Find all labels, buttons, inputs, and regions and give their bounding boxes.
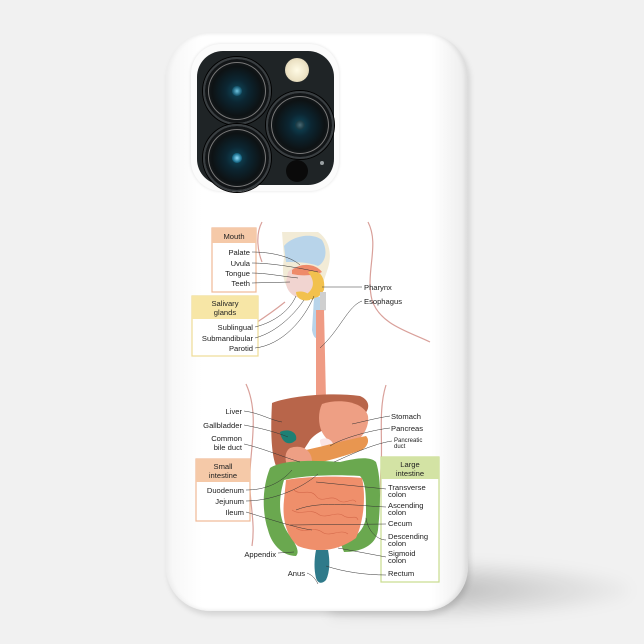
label-descending-colon-2: colon: [388, 539, 406, 548]
label-liver: Liver: [226, 407, 243, 416]
label-palate: Palate: [228, 248, 250, 257]
large-intestine-title-line1: Large: [400, 460, 419, 469]
salivary-title-line1: Salivary: [211, 299, 238, 308]
label-parotid: Parotid: [229, 344, 253, 353]
label-rectum: Rectum: [388, 569, 414, 578]
camera-lens-icon: [266, 91, 334, 159]
label-common-bile-duct-2: bile duct: [214, 443, 243, 452]
mouth-illustration: [282, 232, 330, 339]
esophagus-illustration: [316, 310, 326, 400]
label-pancreatic-duct: Pancreatic: [394, 438, 422, 444]
salivary-group-box: Salivary glands Sublingual Submandibular…: [191, 295, 259, 357]
label-transverse-colon-2: colon: [388, 490, 406, 499]
gallbladder-illustration: [280, 430, 297, 444]
label-gallbladder: Gallbladder: [203, 421, 242, 430]
flash-icon: [285, 58, 309, 82]
camera-lens-icon: [203, 57, 271, 125]
label-descending-colon: Descending: [388, 532, 428, 541]
pancreas-illustration: [306, 436, 369, 464]
label-esophagus: Esophagus: [364, 297, 402, 306]
label-sigmoid-colon-2: colon: [388, 556, 406, 565]
camera-lens-icon: [203, 124, 271, 192]
label-sigmoid-colon: Sigmoid: [388, 549, 415, 558]
rectum-illustration: [314, 550, 330, 583]
label-uvula: Uvula: [231, 259, 251, 268]
label-ascending-colon: Ascending: [388, 501, 423, 510]
label-common-bile-duct: Common: [211, 434, 242, 443]
mouth-title: Mouth: [223, 232, 244, 241]
label-anus: Anus: [288, 569, 306, 578]
label-pancreatic-duct-2: duct: [394, 444, 406, 450]
small-intestine-group-box: Small intestine Duodenum Jejunum Ileum: [195, 458, 251, 522]
label-pancreas: Pancreas: [391, 424, 423, 433]
label-tongue: Tongue: [225, 269, 250, 278]
label-cecum: Cecum: [388, 519, 412, 528]
mouth-group-box: Mouth Palate Uvula Tongue Teeth: [211, 227, 257, 293]
small-intestine-illustration: [283, 476, 364, 551]
leader-lines: [243, 251, 393, 585]
label-duodenum: Duodenum: [207, 486, 244, 495]
large-intestine-illustration: [263, 458, 380, 556]
salivary-title-line2: glands: [214, 308, 237, 317]
microphone-icon: [320, 161, 324, 165]
label-ascending-colon-2: colon: [388, 508, 406, 517]
label-transverse-colon: Transverse: [388, 483, 426, 492]
large-intestine-title-line2: intestine: [396, 469, 424, 478]
large-intestine-group-box: Large intestine Transverse colon Ascendi…: [380, 456, 440, 583]
label-ileum: Ileum: [225, 508, 244, 517]
label-submandibular: Submandibular: [202, 334, 254, 343]
lidar-sensor-icon: [286, 160, 308, 182]
label-teeth: Teeth: [231, 279, 250, 288]
label-pharynx: Pharynx: [364, 283, 392, 292]
stomach-illustration: [319, 401, 369, 448]
label-jejunum: Jejunum: [215, 497, 244, 506]
small-intestine-title-line1: Small: [214, 462, 233, 471]
label-appendix: Appendix: [244, 550, 276, 559]
label-stomach: Stomach: [391, 412, 421, 421]
small-intestine-title-line2: intestine: [209, 471, 237, 480]
label-sublingual: Sublingual: [218, 323, 254, 332]
